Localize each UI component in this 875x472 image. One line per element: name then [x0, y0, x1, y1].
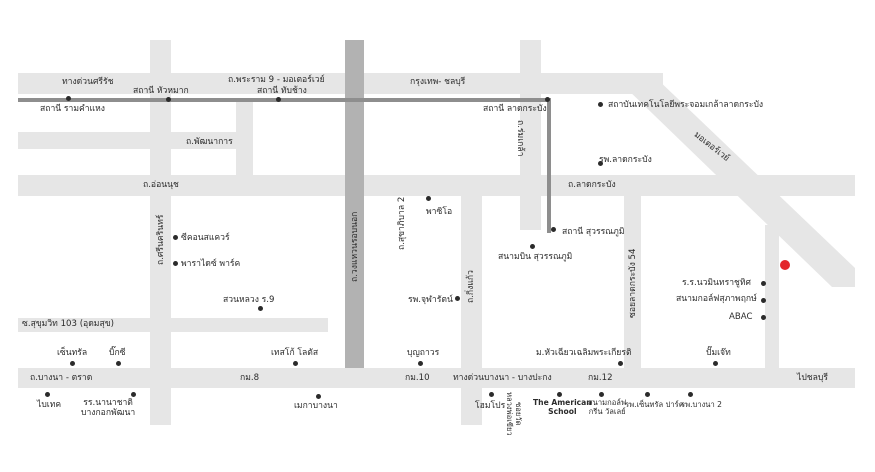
label-bangna-expressway: ทางด่วนบางนา - บางปะกง [453, 373, 552, 383]
station-dot [66, 96, 71, 101]
poi-dot [293, 361, 298, 366]
poi-dot [598, 102, 603, 107]
road-motorway-diagonal [625, 75, 855, 287]
label-hosp-bangna2: รพ.บางนา 2 [681, 400, 722, 409]
road-phatthanakan [18, 132, 253, 149]
label-to-chonburi: ไปชลบุรี [797, 373, 828, 383]
label-bigc: บิ๊กซี [109, 348, 126, 358]
poi-dot [761, 315, 766, 320]
label-bitec: ไบเทค [37, 400, 62, 410]
label-rama9-motorway: ถ.พระราม 9 - มอเตอร์เวย์ [228, 75, 325, 85]
road-abac [765, 225, 779, 375]
label-phatthanakan: ถ.พัฒนาการ [186, 137, 233, 147]
label-onnut: ถ.อ่อนนุช [143, 180, 179, 190]
label-green-valley: สนามกอล์ฟ กรีน วัลเลย์ [588, 398, 627, 416]
poi-dot [116, 361, 121, 366]
label-soi-latkrabang54: ซอยลาดกระบัง 54 [628, 248, 638, 318]
label-latkrabang-rd: ถ.ลาดกระบัง [568, 180, 616, 190]
label-hosp-latkrabang: รพ.ลาดกระบัง [599, 155, 652, 165]
label-bangkok-patana: รร.นานาชาติ บางกอกพัฒนา [81, 398, 136, 418]
road-soi-latkrabang54 [624, 190, 641, 378]
poi-dot [645, 392, 650, 397]
road-romklao [520, 40, 541, 230]
label-paradise: พาราไดซ์ พาร์ค [181, 259, 241, 269]
poi-dot [173, 235, 178, 240]
poi-dot [618, 361, 623, 366]
poi-dot [761, 281, 766, 286]
rail-airport-link [18, 98, 551, 102]
label-bkk-chonburi: กรุงเทพ- ชลบุรี [410, 77, 466, 87]
label-km10: กม.10 [405, 373, 430, 383]
label-pump-jack: ปั๊มเจ๊ท [706, 348, 731, 358]
road-onnut-latkrabang [18, 175, 855, 196]
label-soi-wat-luangphokhao: ซอยวัด หลวงพ่อเขียว [505, 392, 523, 436]
label-bangna-trad: ถ.บางนา - ตราด [30, 373, 93, 383]
label-romklao: ถ.ร่มเกล้า [515, 120, 525, 157]
poi-dot [688, 392, 693, 397]
label-sukhaphiban2: ถ.สุขาภิบาล 2 [397, 196, 407, 250]
label-station-latkrabang: สถานี ลาดกระบัง [483, 104, 547, 114]
poi-dot [530, 244, 535, 249]
label-km12: กม.12 [588, 373, 613, 383]
label-kmitl: สถาบันเทคโนโลยีพระจอมเกล้าลาดกระบัง [608, 100, 764, 110]
label-hosp-chularat: รพ.จุฬารัตน์ [408, 295, 453, 305]
station-dot [545, 97, 550, 102]
poi-dot [599, 392, 604, 397]
label-airport: สนามบิน สุวรรณภูมิ [498, 252, 573, 262]
label-mega-bangna: เมกาบางนา [294, 401, 338, 411]
road-kingkaew [461, 190, 482, 425]
label-homepro: โฮมโปร [475, 401, 506, 411]
label-hua-chiew: ม.หัวเฉียวเฉลิมพระเกียรติ [536, 348, 632, 358]
label-american-school: The American School [533, 398, 592, 416]
poi-dot [557, 392, 562, 397]
label-bunthavorn: บุญถาวร [407, 348, 440, 358]
poi-dot [258, 306, 263, 311]
label-station-ramkhamhaeng: สถานี รามคำแหง [40, 104, 105, 114]
road-phatthanakan-connector [236, 100, 253, 178]
label-central: เซ็นทรัล [57, 348, 88, 358]
station-dot [276, 97, 281, 102]
label-central-park: รพ.เซ็นทรัล ปาร์ค [625, 400, 684, 409]
road-sukhumvit103 [18, 318, 328, 332]
label-abac: ABAC [729, 312, 753, 322]
label-station-thapchang: สถานี ทับช้าง [257, 86, 307, 96]
label-kingkaew: ถ.กิ่งแก้ว [466, 270, 476, 303]
label-soi-sukhumvit103: ซ.สุขุมวิท 103 (อุดมสุข) [22, 319, 114, 329]
poi-dot [426, 196, 431, 201]
location-marker-icon[interactable] [780, 260, 790, 270]
poi-dot [455, 296, 460, 301]
station-dot [166, 97, 171, 102]
label-tesco: เทสโก้ โลตัส [271, 348, 319, 358]
poi-dot [45, 392, 50, 397]
label-station-huamak: สถานี หัวหมาก [133, 86, 189, 96]
poi-dot [761, 298, 766, 303]
poi-dot [713, 361, 718, 366]
poi-dot [598, 161, 603, 166]
poi-dot [173, 261, 178, 266]
label-outer-ring: ถ.วงแหวนรอบนอก [350, 211, 360, 282]
road-outer-ring [345, 40, 364, 368]
road-rama9 [18, 73, 663, 94]
poi-dot [489, 392, 494, 397]
poi-dot [316, 394, 321, 399]
label-km8: กม.8 [240, 373, 260, 383]
label-sirat-expressway: ทางด่วนศรีรัช [62, 77, 114, 87]
poi-dot [418, 361, 423, 366]
label-srinakarin: ถ.ศรีนครินทร์ [156, 214, 166, 265]
label-paseo: พาซิโอ [426, 207, 453, 217]
label-golf-suphap: สนามกอล์ฟสุภาพฤกษ์ [676, 294, 757, 304]
label-suanluang: สวนหลวง ร.9 [223, 295, 275, 305]
label-seacon: ซีคอนสแควร์ [181, 233, 230, 243]
label-station-suvarnabhumi: สถานี สุวรรณภูมิ [562, 227, 625, 237]
rail-airport-spur [547, 98, 551, 233]
poi-dot [131, 392, 136, 397]
road-bangna-trad [18, 368, 855, 388]
station-dot [551, 227, 556, 232]
poi-dot [70, 361, 75, 366]
label-navamin-school: ร.ร.นวมินทราชูทิศ [682, 278, 751, 288]
road-srinakarin [150, 40, 171, 425]
